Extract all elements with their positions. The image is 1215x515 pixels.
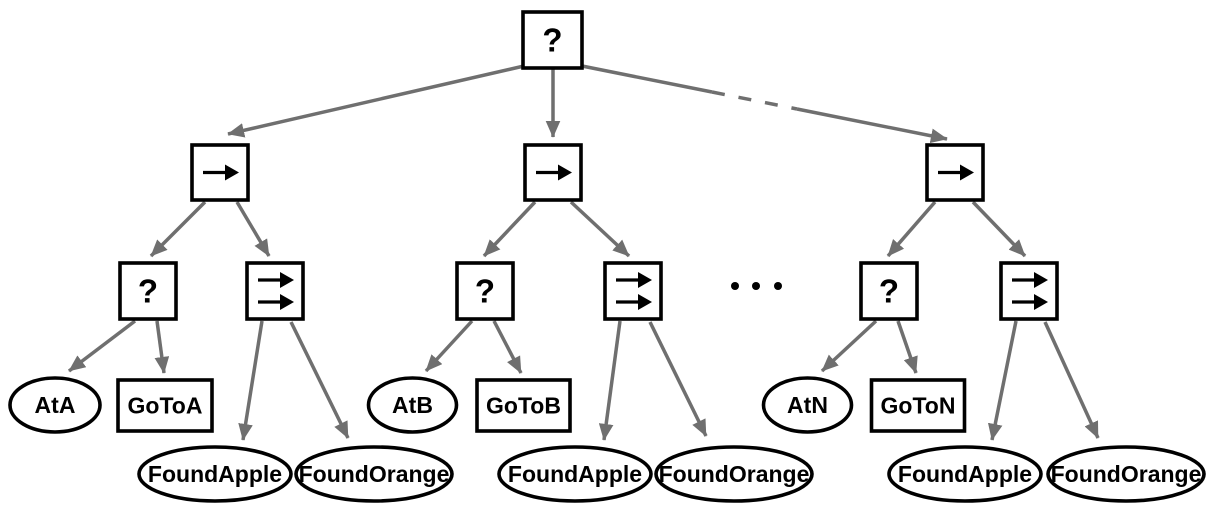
leaf-at-b-shape (366, 376, 459, 434)
right-arrow-icon-head (280, 272, 294, 288)
leaf-at-a: AtA (8, 376, 102, 434)
leaf-found-orange-a-shape (294, 445, 454, 503)
leaf-found-orange-b-shape (654, 445, 814, 503)
leaf-found-orange-n: FoundOrange (1046, 445, 1206, 503)
parallel-node-a-shape (245, 261, 305, 321)
leaf-found-orange-b: FoundOrange (654, 445, 814, 503)
leaf-found-orange-a-label: FoundOrange (299, 461, 450, 487)
root-choice-node-label: ? (542, 22, 562, 59)
choice-node-a: ? (118, 261, 178, 321)
leaf-goto-n: GoToN (869, 378, 967, 433)
nodes-layer: ???? AtA GoToA AtB GoToB AtN GoToN FoundApple Fo… (8, 10, 1206, 503)
edge-choice-b-to-goto-b (492, 320, 523, 374)
parallel-node-b-shape (603, 261, 663, 321)
right-arrow-icon-head (960, 164, 974, 181)
leaf-goto-a-shape (116, 378, 214, 433)
edge-sequence-b-to-choice-b (482, 200, 537, 258)
edge-choice-a-to-at-a (67, 319, 137, 373)
edge-sequence-a-to-parallel-a (235, 201, 271, 257)
leaf-found-orange-a: FoundOrange (294, 445, 454, 503)
parallel-node-n (999, 261, 1059, 321)
edge-root-to-sequence-a (227, 64, 525, 138)
right-arrow-icon-head (225, 164, 239, 181)
leaf-found-apple-n-shape (887, 445, 1043, 503)
choice-node-n-label: ? (879, 273, 899, 310)
sequence-node-a (190, 143, 250, 202)
edge-choice-a-to-goto-a (154, 320, 170, 374)
sequence-node-b (523, 143, 583, 202)
edge-sequence-b-to-parallel-b (569, 200, 631, 258)
ellipsis-dot (752, 282, 760, 290)
parallel-node-n-shape (999, 261, 1059, 321)
leaf-at-b-label: AtB (392, 392, 433, 418)
edge-parallel-n-to-found-orange (1043, 321, 1100, 439)
leaf-at-a-shape (8, 376, 102, 434)
leaf-goto-n-shape (869, 378, 967, 433)
leaf-found-apple-n: FoundApple (887, 445, 1043, 503)
choice-node-b-shape (455, 261, 515, 321)
choice-node-n-shape (859, 261, 919, 321)
leaf-goto-b-shape (475, 378, 572, 433)
root-choice-node-shape (521, 10, 584, 70)
ellipsis-dot (774, 282, 782, 290)
edge-choice-b-to-at-b (424, 319, 474, 373)
edge-root-to-sequence-n-solid1 (581, 64, 713, 94)
choice-node-b: ? (455, 261, 515, 321)
leaf-found-apple-b-label: FoundApple (508, 461, 642, 487)
edge-choice-n-to-goto-n (896, 320, 918, 374)
leaf-found-apple-a-shape (137, 445, 293, 503)
leaf-found-apple-b: FoundApple (497, 445, 653, 503)
leaf-goto-b: GoToB (475, 378, 572, 433)
leaf-found-orange-n-label: FoundOrange (1051, 461, 1202, 487)
leaf-goto-a: GoToA (116, 378, 214, 433)
edge-sequence-n-to-parallel-n (971, 200, 1027, 258)
edges-layer (67, 64, 1100, 441)
right-arrow-icon-head (1034, 294, 1048, 310)
parallel-node-b (603, 261, 663, 321)
root-choice-node: ? (521, 10, 584, 70)
choice-node-a-shape (118, 261, 178, 321)
edge-parallel-a-to-found-orange (289, 321, 350, 439)
choice-node-a-label: ? (138, 273, 158, 310)
leaf-at-n-shape (761, 376, 854, 434)
leaf-goto-b-label: GoToB (486, 393, 561, 419)
edge-choice-n-to-at-n (820, 319, 878, 373)
level3-ellipsis-dots (731, 282, 782, 290)
leaf-found-orange-n-shape (1046, 445, 1206, 503)
leaf-at-n-label: AtN (787, 392, 828, 418)
leaf-found-orange-b-label: FoundOrange (659, 461, 810, 487)
leaf-at-a-label: AtA (35, 392, 76, 418)
right-arrow-icon-head (638, 294, 652, 310)
ellipsis-dot (731, 282, 739, 290)
edge-parallel-n-to-found-apple (987, 320, 1018, 441)
leaf-found-apple-b-shape (497, 445, 653, 503)
edge-parallel-a-to-found-apple (238, 320, 264, 441)
parallel-node-a (245, 261, 305, 321)
leaf-goto-n-label: GoToN (881, 393, 956, 419)
right-arrow-icon-head (638, 272, 652, 288)
leaf-at-n: AtN (761, 376, 854, 434)
leaf-at-b: AtB (366, 376, 459, 434)
edge-sequence-n-to-choice-n (886, 200, 937, 258)
edge-parallel-b-to-found-orange (648, 321, 708, 437)
choice-node-n: ? (859, 261, 919, 321)
leaf-found-apple-n-label: FoundApple (898, 461, 1032, 487)
leaf-found-apple-a-label: FoundApple (148, 461, 282, 487)
sequence-node-n (925, 143, 985, 202)
right-arrow-icon-head (280, 294, 294, 310)
leaf-found-apple-a: FoundApple (137, 445, 293, 503)
leaf-goto-a-label: GoToA (128, 393, 203, 419)
choice-node-b-label: ? (475, 273, 495, 310)
right-arrow-icon-head (558, 164, 572, 181)
right-arrow-icon-head (1034, 272, 1048, 288)
edge-sequence-a-to-choice-a (149, 200, 207, 258)
edge-root-to-sequence-n-dashed (711, 90, 798, 111)
edge-parallel-b-to-found-apple (598, 320, 622, 441)
edge-root-to-sequence-n-solid2 (796, 107, 948, 144)
